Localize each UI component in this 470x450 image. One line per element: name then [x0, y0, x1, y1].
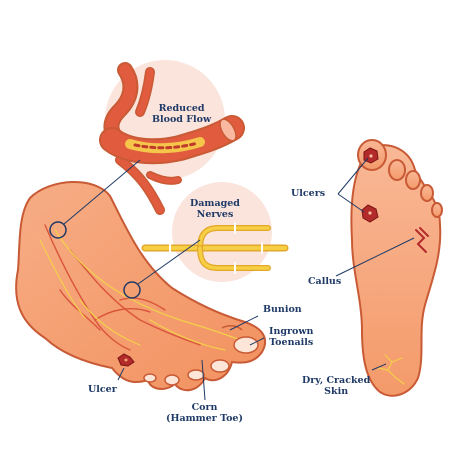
label-ulcers-text: Ulcers: [291, 188, 326, 199]
nerve-zoom-marker: [123, 281, 141, 299]
label-callus: Callus: [308, 276, 341, 287]
callus-mark: [415, 227, 429, 253]
label-corn-line2: (Hammer Toe): [166, 413, 243, 424]
label-reduced-blood-flow: Reduced Blood Flow: [152, 103, 211, 125]
nerve-illustration: [141, 222, 289, 274]
toenails: [143, 336, 259, 386]
nerves-bg-circle: [172, 182, 272, 282]
foot-sole-silhouette: [350, 144, 442, 397]
sole-toes: [357, 139, 443, 218]
label-corn-line1: Corn: [191, 402, 218, 413]
label-dry-cracked-skin-line2: Skin: [324, 386, 349, 397]
label-reduced-blood-flow-line1: Reduced: [158, 103, 205, 114]
label-dry-cracked-skin: Dry, Cracked Skin: [302, 375, 370, 397]
foot-veins: [44, 224, 201, 351]
label-corn: Corn (Hammer Toe): [166, 402, 243, 424]
leader-lines: [63, 157, 415, 401]
label-damaged-nerves-line2: Nerves: [196, 209, 234, 220]
label-ingrown-toenails-line1: Ingrown: [269, 326, 314, 337]
label-ingrown-toenails-line2: Toenails: [269, 337, 314, 348]
sole-view-foot: [350, 139, 443, 397]
blood-flow-zoom-marker: [49, 221, 67, 239]
label-ingrown-toenails: Ingrown Toenails: [269, 326, 313, 348]
foot-nerves: [39, 229, 241, 351]
label-ulcer-text: Ulcer: [88, 384, 117, 395]
label-callus-text: Callus: [308, 276, 342, 287]
label-bunion: Bunion: [263, 304, 302, 315]
label-damaged-nerves: Damaged Nerves: [190, 198, 240, 220]
label-damaged-nerves-line1: Damaged: [190, 198, 240, 209]
ulcer-wound-ball: [361, 204, 379, 223]
label-bunion-text: Bunion: [263, 304, 302, 315]
bunion-mark: [221, 325, 243, 331]
cracked-skin-mark: [377, 354, 405, 385]
label-ulcer: Ulcer: [88, 384, 117, 395]
blood-vessel-illustration: [99, 62, 245, 215]
label-reduced-blood-flow-line2: Blood Flow: [152, 114, 212, 125]
ulcer-wound-side: [117, 353, 135, 367]
label-dry-cracked-skin-line1: Dry, Cracked: [302, 375, 371, 386]
side-view-foot: [15, 181, 267, 392]
label-ulcers: Ulcers: [291, 188, 325, 199]
